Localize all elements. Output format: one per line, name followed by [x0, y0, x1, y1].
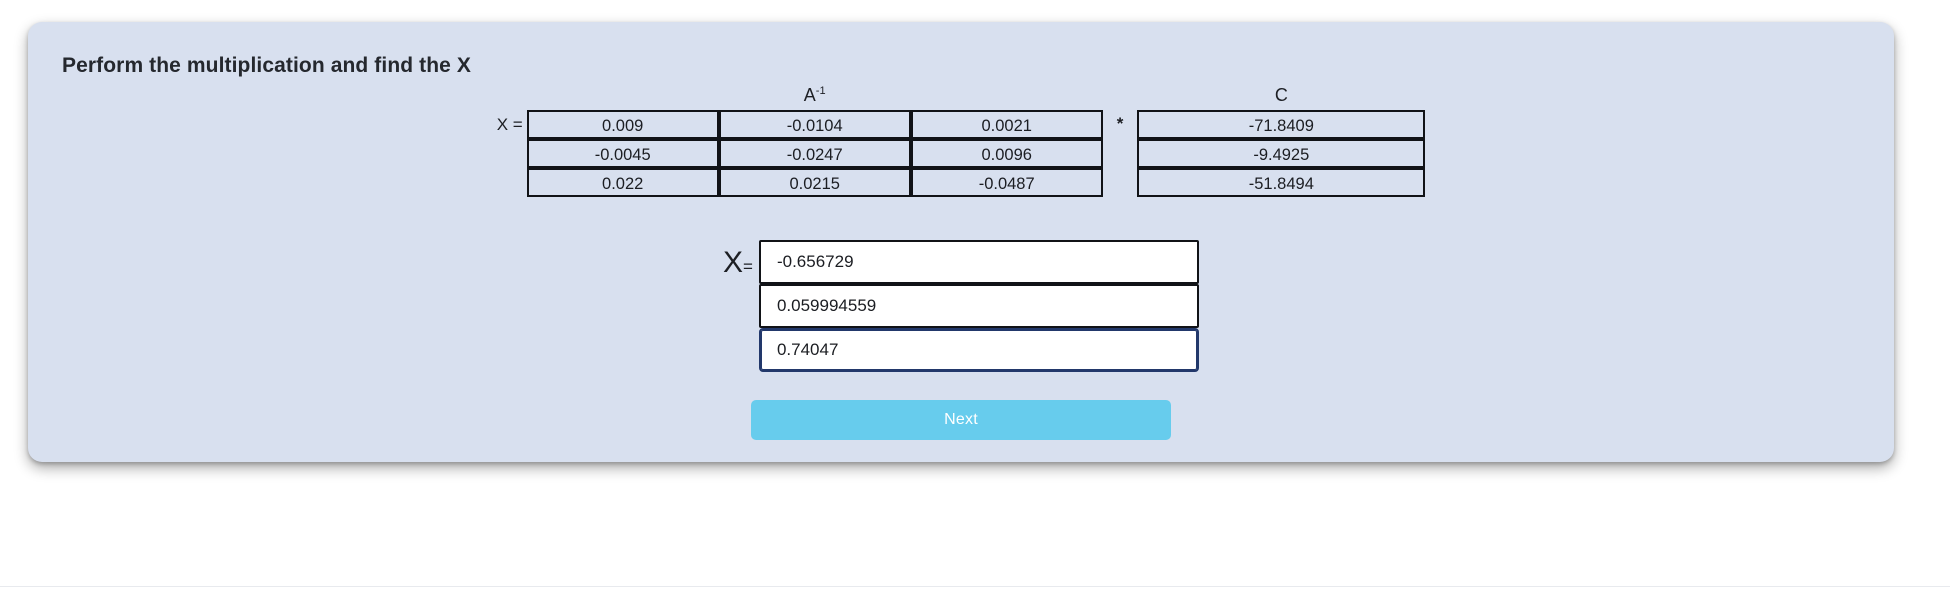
- answer-row: X=: [723, 240, 1199, 372]
- matrix-cell: -0.0487: [910, 168, 1103, 197]
- matrix-cell: 0.0096: [910, 139, 1103, 168]
- answer-input-x2[interactable]: [758, 284, 1199, 328]
- answer-input-x1[interactable]: [758, 240, 1199, 284]
- matrix-cell: -51.8494: [1137, 168, 1426, 197]
- matrix-c: C -71.8409 -9.4925 -51.8494: [1137, 84, 1426, 197]
- matrix-cell: -0.0104: [718, 110, 911, 139]
- matrix-row: 0.022 0.0215 -0.0487: [526, 168, 1103, 197]
- matrix-c-caption: C: [1274, 85, 1288, 105]
- multiply-operator: *: [1116, 114, 1124, 133]
- matrix-a-inverse-caption-base: A: [803, 85, 816, 105]
- matrix-row: 0.009 -0.0104 0.0021: [526, 110, 1103, 139]
- matrix-row: -71.8409: [1137, 110, 1426, 139]
- answer-section: X= Next: [28, 240, 1894, 440]
- matrix-c-rows: -71.8409 -9.4925 -51.8494: [1137, 110, 1426, 197]
- next-button[interactable]: Next: [751, 400, 1171, 440]
- page-title: Perform the multiplication and find the …: [62, 54, 471, 77]
- answer-input-group: [758, 240, 1199, 372]
- matrix-row: -51.8494: [1137, 168, 1426, 197]
- matrix-cell: -9.4925: [1137, 139, 1426, 168]
- answer-x-label: X=: [723, 240, 753, 280]
- answer-x-letter: X: [723, 246, 744, 279]
- matrix-a-inverse-caption-exponent: -1: [815, 85, 826, 97]
- matrix-cell: -0.0247: [718, 139, 911, 168]
- matrix-cell: 0.022: [526, 168, 719, 197]
- matrix-equation: X = A-1 0.009 -0.0104 0.0021 -0.0045 -0.…: [28, 84, 1894, 197]
- matrix-cell: 0.0215: [718, 168, 911, 197]
- answer-input-x3[interactable]: [758, 328, 1199, 372]
- matrix-a-inverse-rows: 0.009 -0.0104 0.0021 -0.0045 -0.0247 0.0…: [526, 110, 1103, 197]
- matrix-cell: -71.8409: [1137, 110, 1426, 139]
- answer-equals-sign: =: [743, 257, 753, 276]
- matrix-cell: 0.0021: [910, 110, 1103, 139]
- matrix-row: -0.0045 -0.0247 0.0096: [526, 139, 1103, 168]
- matrix-a-inverse: A-1 0.009 -0.0104 0.0021 -0.0045 -0.0247…: [526, 84, 1103, 197]
- equation-lhs-label: X =: [496, 115, 523, 134]
- matrix-a-inverse-caption: A-1: [804, 84, 826, 110]
- matrix-cell: -0.0045: [526, 139, 719, 168]
- exercise-card: Perform the multiplication and find the …: [28, 22, 1894, 462]
- page-bottom-rule: [0, 586, 1950, 587]
- matrix-cell: 0.009: [526, 110, 719, 139]
- matrix-row: -9.4925: [1137, 139, 1426, 168]
